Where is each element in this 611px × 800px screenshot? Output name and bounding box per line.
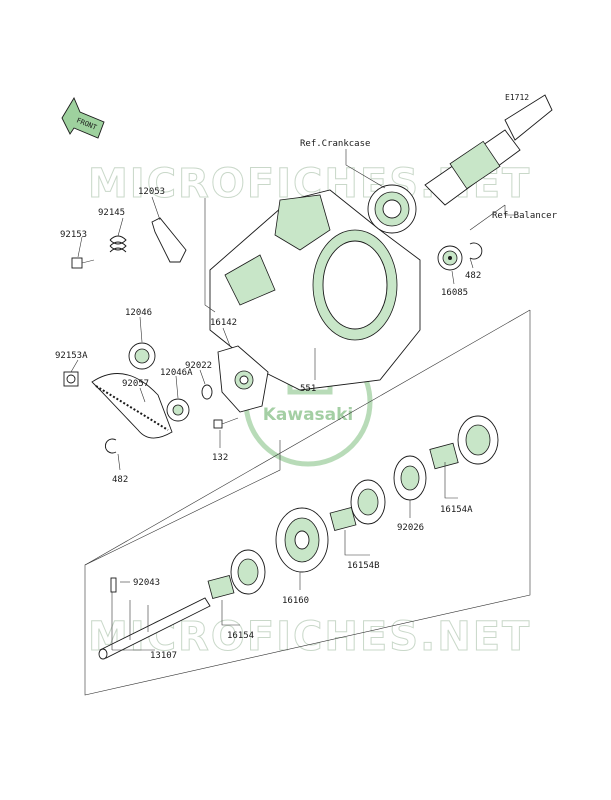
part-label-16142[interactable]: 16142 [210, 318, 237, 328]
pump-shaft-13107 [98, 597, 211, 660]
part-label-132[interactable]: 132 [212, 453, 228, 463]
part-label-92022[interactable]: 92022 [185, 361, 212, 371]
part-label-482-left[interactable]: 482 [112, 475, 128, 485]
pin-92043 [110, 577, 117, 593]
ref-balancer-label: Ref.Balancer [492, 211, 558, 221]
part-label-92057[interactable]: 92057 [122, 379, 149, 389]
chain-guide-12053 [151, 217, 187, 263]
chain-92057 [91, 373, 173, 439]
pump-cover-16142 [217, 345, 269, 413]
gear-16085 [437, 245, 463, 271]
pump-body-92026 [393, 455, 427, 501]
part-label-16154B[interactable]: 16154B [347, 561, 380, 571]
part-label-12053[interactable]: 12053 [138, 187, 165, 197]
part-label-16160[interactable]: 16160 [282, 596, 309, 606]
bolt-132 [213, 417, 239, 429]
rotor-inner-16154 [207, 574, 235, 600]
leader-lines [70, 149, 515, 651]
rotor-inner-16154A [429, 442, 459, 470]
pump-housing-16160 [275, 507, 329, 573]
bolt-92153 [71, 257, 95, 269]
part-label-12046[interactable]: 12046 [125, 308, 152, 318]
part-label-13107[interactable]: 13107 [150, 651, 177, 661]
rotor-16154 [230, 549, 266, 595]
part-label-482-right[interactable]: 482 [465, 271, 481, 281]
bolt-92153A [63, 371, 79, 387]
balancer-shaft [424, 94, 553, 206]
part-label-92153[interactable]: 92153 [60, 230, 87, 240]
sprocket-12046A [166, 398, 190, 422]
part-label-16154[interactable]: 16154 [227, 631, 254, 641]
ref-crankcase-label: Ref.Crankcase [300, 139, 370, 149]
diagram-code: E1712 [505, 93, 529, 102]
rotor-16154B [350, 479, 386, 525]
part-label-12046A[interactable]: 12046A [160, 368, 193, 378]
part-label-16085[interactable]: 16085 [441, 288, 468, 298]
front-arrow-icon: FRONT [61, 97, 105, 139]
part-label-92026[interactable]: 92026 [397, 523, 424, 533]
rotor-16154A [457, 415, 499, 465]
sprocket-12046 [128, 342, 156, 370]
watermark-logo-text: Kawasaki [263, 405, 354, 425]
assembly-frame-lines [84, 198, 531, 696]
part-label-92145[interactable]: 92145 [98, 208, 125, 218]
part-label-92043[interactable]: 92043 [133, 578, 160, 588]
part-label-551[interactable]: 551 [300, 384, 316, 394]
rotor-inner-16154B [329, 506, 357, 532]
o-ring-92022 [201, 384, 213, 400]
crankcase-bearing [367, 184, 417, 234]
spring-92145 [109, 235, 127, 253]
circlip-482-right [469, 242, 483, 260]
part-label-16154A[interactable]: 16154A [440, 505, 473, 515]
circlip-482-left [104, 438, 117, 454]
crankcase-housing [209, 189, 421, 391]
part-label-92153A[interactable]: 92153A [55, 351, 88, 361]
